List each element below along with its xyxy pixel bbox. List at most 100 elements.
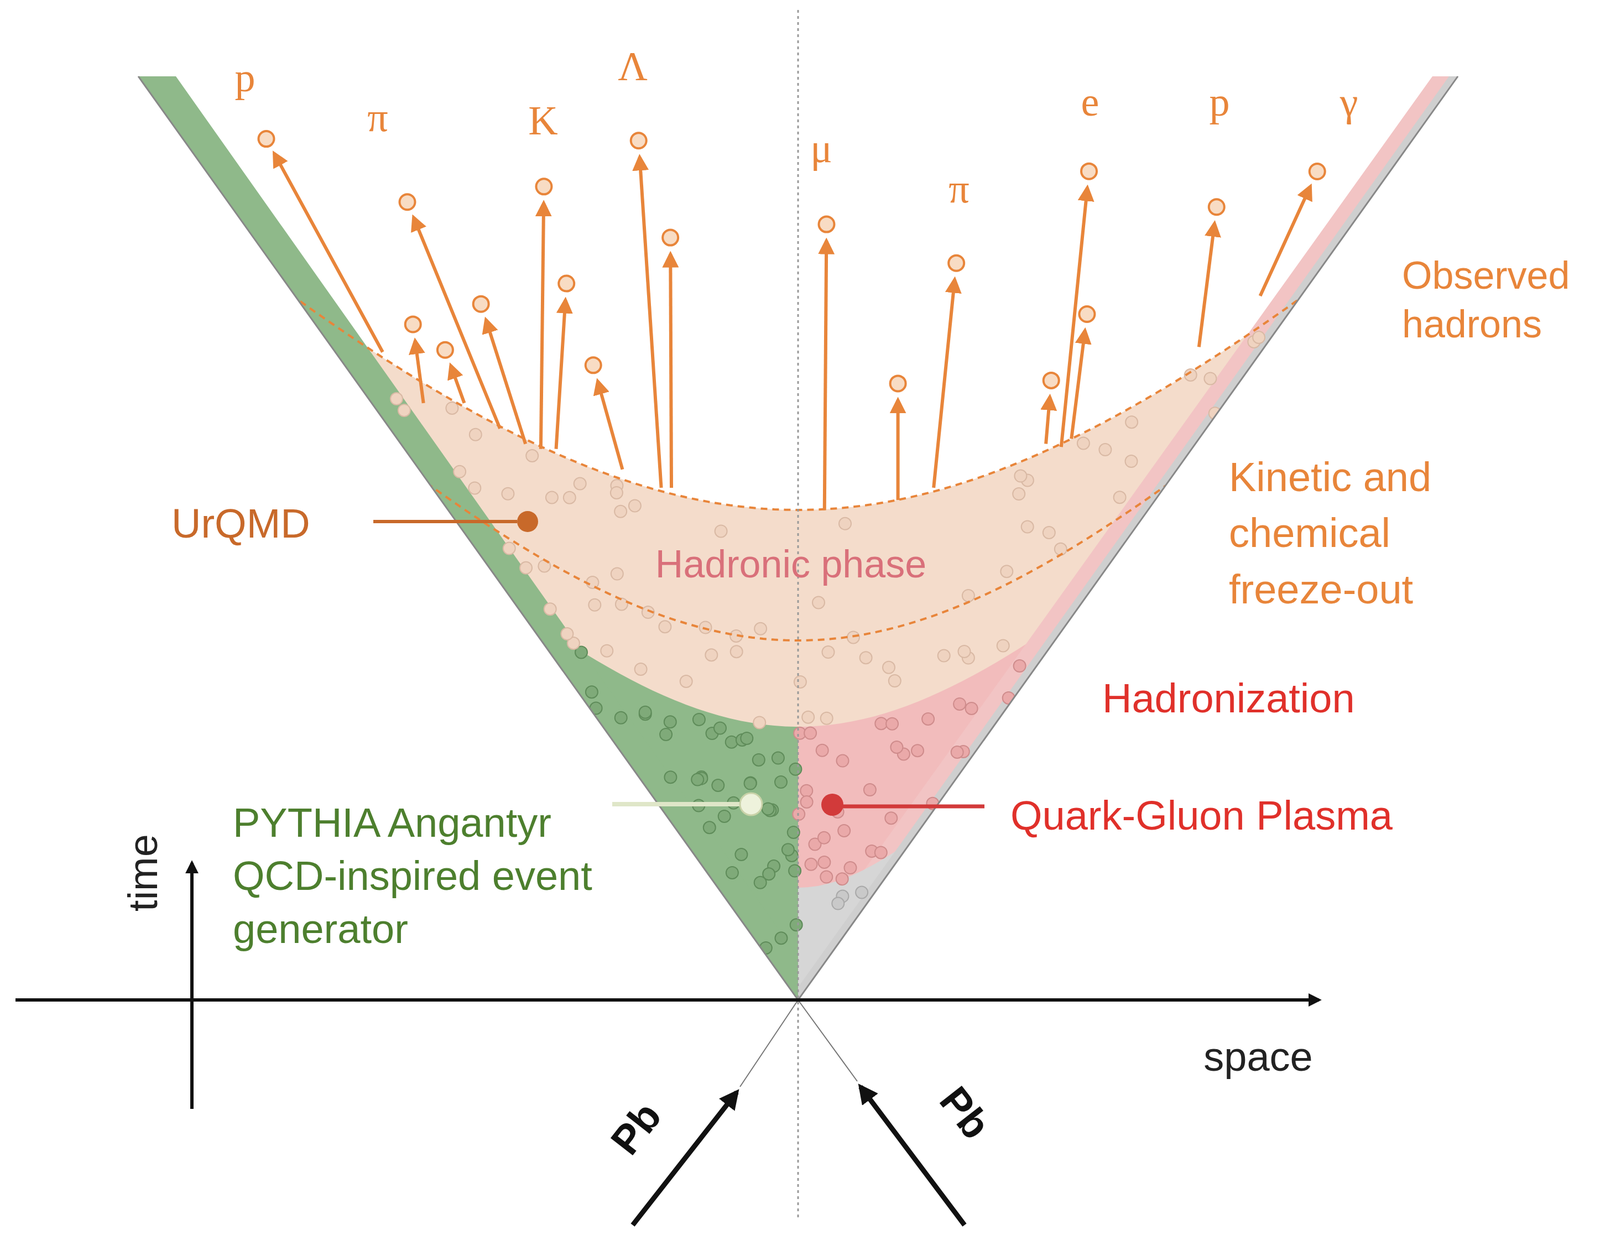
axis-label: time: [119, 834, 167, 912]
particle-dot: [664, 715, 677, 728]
particle-dot: [692, 713, 706, 726]
particle: [1043, 372, 1060, 389]
particle-dot: [804, 727, 817, 740]
stage-label: Kinetic and chemical freeze-out: [1228, 449, 1473, 618]
particle-track: [1045, 397, 1050, 445]
beam-label: Pb: [930, 1077, 1000, 1149]
particle-dot: [794, 675, 807, 689]
particle-dot: [805, 858, 818, 871]
particle-dot: [817, 831, 831, 844]
particle-dot: [816, 744, 829, 757]
particle-dot: [800, 784, 813, 797]
particle-dot: [921, 712, 935, 726]
leader-line: [373, 519, 518, 524]
particle: [405, 316, 421, 332]
particle-dot: [817, 856, 831, 869]
pre-equilibrium-region: [798, 186, 1600, 1235]
particle-dot: [1098, 443, 1112, 456]
particle-name: π: [367, 94, 388, 142]
particle-track: [896, 399, 900, 500]
particle-dot: [560, 627, 573, 640]
particle-dot: [501, 487, 514, 500]
particle-dot: [680, 675, 693, 688]
particle-dot: [752, 753, 765, 766]
particle-dot: [882, 661, 895, 674]
particle-dot: [831, 897, 844, 910]
particle-dot: [860, 651, 873, 664]
particle-dot: [585, 685, 598, 698]
particle-dot: [836, 872, 849, 885]
particle-dot: [1021, 520, 1034, 534]
freeze-out-curve: [0, 117, 1600, 641]
particle-dot: [1077, 437, 1090, 450]
particle-dot: [390, 392, 403, 405]
particle-dot: [469, 428, 482, 441]
particle-dot: [725, 736, 738, 749]
particle-dot: [1204, 372, 1217, 385]
particle-name: μ: [810, 124, 833, 173]
beam-label: Pb: [601, 1093, 671, 1164]
particle-dot: [965, 702, 978, 715]
stage-label: Hadronization: [1102, 674, 1355, 722]
phase-band: Hadronic phase: [655, 541, 927, 587]
stage-label: Quark-Gluon Plasma: [1010, 791, 1393, 839]
model-label: PYTHIA Angantyr QCD-inspired event gener…: [232, 796, 598, 957]
particle-dot: [563, 491, 576, 504]
particle-dot: [838, 517, 852, 530]
particle-name: Λ: [617, 43, 648, 91]
particle-dot: [730, 645, 743, 658]
particle-dot: [503, 542, 516, 555]
midline: [797, 9, 800, 1220]
particle-dot: [611, 567, 624, 581]
particle-track: [415, 340, 424, 404]
particle-dot: [1013, 659, 1026, 672]
particle-dot: [586, 576, 599, 589]
particle-dot: [1043, 526, 1056, 539]
time-axis: [190, 862, 194, 1109]
particle-dot: [937, 649, 951, 663]
pythia-strip: [138, 76, 799, 1000]
particle: [1208, 199, 1225, 215]
light-cone-left: [138, 76, 799, 1000]
pythia-region: [0, 149, 799, 1235]
particle-track: [486, 319, 526, 444]
particle-dot: [820, 712, 833, 725]
particle-dot: [847, 631, 860, 644]
freeze-out-curve: [0, 56, 1600, 510]
particle-track: [670, 254, 672, 488]
particle-dot: [718, 810, 731, 823]
particle-dot: [790, 918, 803, 931]
leader-dot: [739, 793, 763, 816]
particle-dot: [703, 821, 716, 834]
particle: [948, 255, 964, 271]
particle-dot: [772, 752, 785, 765]
particle-dot: [664, 770, 677, 784]
particle-name: e: [1081, 78, 1100, 126]
particle-name: K: [528, 97, 558, 145]
particle-dot: [997, 639, 1010, 652]
particle-dot: [713, 722, 727, 735]
particle-dot: [600, 644, 613, 658]
particle-dot: [525, 449, 539, 462]
beam-line: [739, 999, 799, 1087]
particle-dot: [740, 732, 753, 745]
particle: [558, 275, 575, 292]
particle-track: [274, 153, 383, 352]
particle-track: [824, 241, 827, 511]
particle-dot: [775, 931, 788, 945]
particle-track: [1071, 330, 1085, 440]
particle-dot: [468, 481, 481, 494]
particle-dot: [545, 491, 559, 504]
particle-dot: [812, 596, 825, 609]
particle-dot: [958, 645, 971, 658]
particle-dot: [705, 648, 718, 661]
particle: [662, 230, 679, 246]
particle-dot: [890, 741, 903, 754]
particle-dot: [789, 763, 802, 776]
particle-dot: [884, 811, 898, 825]
particle-dot: [1012, 487, 1025, 500]
particle-dot: [615, 597, 628, 611]
particle-dot: [836, 754, 849, 768]
particle-name: π: [948, 165, 969, 213]
